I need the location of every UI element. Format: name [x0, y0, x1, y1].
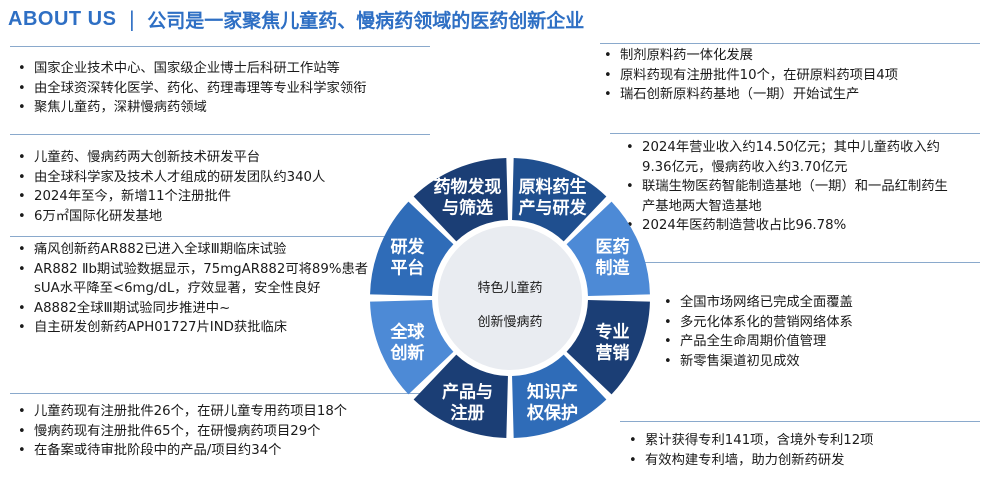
connector-line	[10, 236, 410, 237]
list-item: 由全球科学家及技术人才组成的研发团队约340人	[14, 168, 434, 188]
seg-ip-label-line1: 知识产	[526, 382, 578, 403]
list-item: 6万㎡国际化研发基地	[14, 207, 434, 227]
seg-global-label-line2: 创新	[389, 342, 424, 363]
ip-info-block: 累计获得专利141项，含境外专利12项 有效构建专利墙，助力创新药研发	[625, 431, 980, 470]
list-item: 原料药现有注册批件10个，在研原料药项目4项	[600, 66, 980, 86]
seg-rd-label-line1: 研发	[390, 237, 425, 258]
seg-products-label-line2: 注册	[451, 403, 485, 424]
list-item: 在备案或待审批阶段中的产品/项目约34个	[14, 441, 379, 461]
list-item: 2024年至今，新增11个注册批件	[14, 187, 434, 207]
api-info-block: 制剂原料药一体化发展 原料药现有注册批件10个，在研原料药项目4项 瑞石创新原料…	[600, 46, 980, 105]
seg-manufacturing-label-line2: 制造	[596, 258, 631, 279]
rd-platform-info-block: 儿童药、慢病药两大创新技术研发平台 由全球科学家及技术人才组成的研发团队约340…	[14, 148, 434, 226]
connector-line	[600, 43, 980, 44]
list-item: 联瑞生物医药智能制造基地（一期）和一品红制药生产基地两大智造基地	[622, 177, 952, 216]
seg-discovery	[413, 158, 508, 242]
list-item: 聚焦儿童药，深耕慢病药领域	[14, 98, 434, 118]
list-item: 多元化体系化的营销网络体系	[660, 313, 980, 333]
seg-rd	[370, 201, 454, 296]
seg-manufacturing	[566, 201, 650, 296]
seg-api-label-line2: 产与研发	[518, 197, 587, 218]
list-item: 新零售渠道初见成效	[660, 352, 980, 372]
page-header: ABOUT US | 公司是一家聚焦儿童药、慢病药领域的医药创新企业	[8, 4, 584, 34]
products-info-block: 儿童药现有注册批件26个，在研儿童专用药项目18个 慢病药现有注册批件65个，在…	[14, 402, 379, 461]
title-separator: |	[128, 7, 136, 31]
seg-api	[512, 158, 607, 242]
connector-line	[610, 133, 980, 134]
seg-global-label-line1: 全球	[389, 321, 425, 342]
discovery-info-block: 国家企业技术中心、国家级企业博士后科研工作站等 由全球资深转化医学、药化、药理毒…	[14, 59, 434, 118]
connector-line	[10, 46, 430, 47]
connector-line	[10, 393, 430, 394]
seg-marketing-label-line1: 专业	[596, 321, 630, 342]
wheel-center-circle	[438, 226, 582, 370]
seg-discovery-label-line2: 与筛选	[442, 197, 493, 218]
connector-line	[640, 262, 980, 263]
connector-line	[620, 421, 980, 422]
title-cn: 公司是一家聚焦儿童药、慢病药领域的医药创新企业	[147, 9, 585, 32]
title-en: ABOUT US	[8, 7, 117, 30]
list-item: 全国市场网络已完成全面覆盖	[660, 293, 980, 313]
list-item: AR882 Ⅱb期试验数据显示，75mgAR882可将89%患者sUA水平降至<…	[14, 260, 369, 299]
wheel-center-line1: 特色儿童药	[477, 280, 542, 296]
list-item: 瑞石创新原料药基地（一期）开始试生产	[600, 85, 980, 105]
global-innovation-info-block: 痛风创新药AR882已进入全球Ⅲ期临床试验 AR882 Ⅱb期试验数据显示，75…	[14, 240, 369, 338]
seg-marketing-label-line2: 营销	[596, 342, 630, 363]
list-item: 儿童药现有注册批件26个，在研儿童专用药项目18个	[14, 402, 379, 422]
list-item: 制剂原料药一体化发展	[600, 46, 980, 66]
seg-ip	[512, 354, 607, 438]
wheel-center-line2: 创新慢病药	[477, 314, 542, 330]
seg-global	[370, 300, 454, 395]
seg-products	[413, 354, 508, 438]
seg-products-label-line1: 产品与	[442, 382, 493, 403]
list-item: 累计获得专利141项，含境外专利12项	[625, 431, 980, 451]
seg-api-label-line1: 原料药生	[518, 176, 586, 197]
seg-manufacturing-label-line1: 医药	[596, 237, 630, 258]
list-item: 由全球资深转化医学、药化、药理毒理等专业科学家领衔	[14, 79, 434, 99]
list-item: 自主研发创新药APH01727片IND获批临床	[14, 318, 369, 338]
list-item: 儿童药、慢病药两大创新技术研发平台	[14, 148, 434, 168]
list-item: 国家企业技术中心、国家级企业博士后科研工作站等	[14, 59, 434, 79]
seg-discovery-label-line1: 药物发现	[434, 176, 502, 197]
list-item: 有效构建专利墙，助力创新药研发	[625, 451, 980, 471]
list-item: 慢病药现有注册批件65个，在研慢病药项目29个	[14, 422, 379, 442]
seg-marketing	[566, 300, 650, 395]
seg-rd-label-line2: 平台	[390, 258, 424, 279]
list-item: A8882全球Ⅲ期试验同步推进中~	[14, 299, 369, 319]
manufacturing-info-block: 2024年营业收入约14.50亿元；其中儿童药收入约9.36亿元，慢病药收入约3…	[622, 138, 952, 236]
list-item: 痛风创新药AR882已进入全球Ⅲ期临床试验	[14, 240, 369, 260]
list-item: 产品全生命周期价值管理	[660, 332, 980, 352]
connector-line	[10, 134, 430, 135]
list-item: 2024年营业收入约14.50亿元；其中儿童药收入约9.36亿元，慢病药收入约3…	[622, 138, 952, 177]
marketing-info-block: 全国市场网络已完成全面覆盖 多元化体系化的营销网络体系 产品全生命周期价值管理 …	[660, 293, 980, 371]
seg-ip-label-line2: 权保护	[526, 403, 578, 424]
